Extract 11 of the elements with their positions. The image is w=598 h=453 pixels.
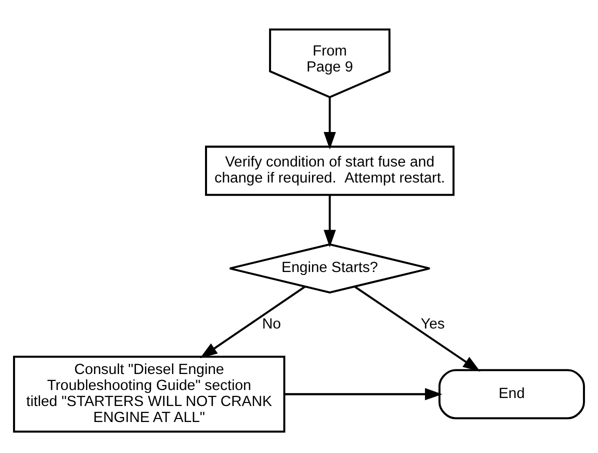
node-box: End: [438, 368, 585, 419]
arrow: [200, 285, 306, 358]
arrow: [284, 388, 442, 400]
node-diamond: Engine Starts?: [228, 242, 431, 294]
edge-label: No: [262, 316, 281, 332]
edge-label: Yes: [420, 316, 445, 332]
node-box: Consult "Diesel Engine Troubleshooting Guide" section titled "STARTERS WILL NOT CRANK ENGINE AT ALL": [13, 355, 286, 432]
node-box: Verify condition of start fuse and change if required. Attempt restart.: [205, 145, 455, 196]
arrow: [354, 285, 480, 372]
arrow: [324, 194, 336, 247]
arrow: [324, 96, 336, 149]
